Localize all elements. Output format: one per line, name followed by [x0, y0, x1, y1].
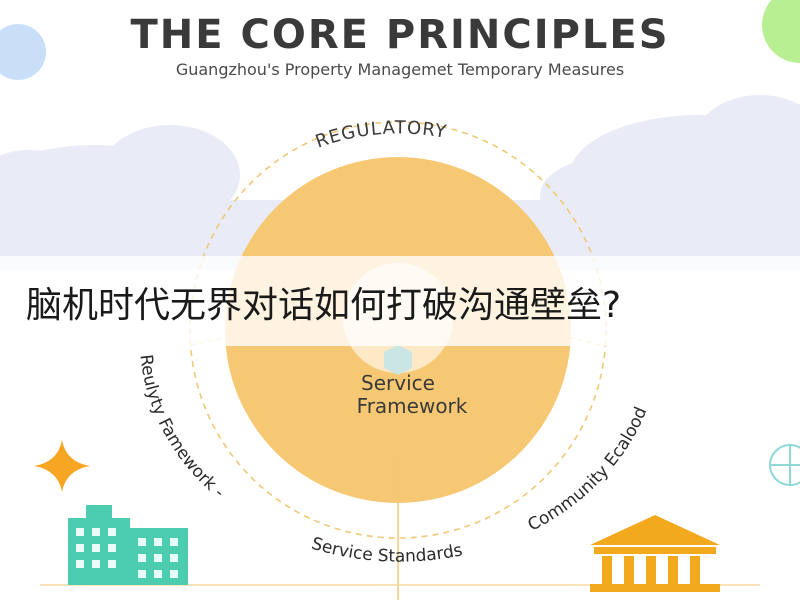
center-label-service: Service [361, 371, 435, 395]
office-buildings-icon [68, 505, 188, 585]
green-bubble-decoration [762, 0, 800, 63]
arc-label-right: Community Ecalood [525, 404, 652, 535]
center-label-framework: Framework [357, 394, 468, 418]
cloud-background [0, 95, 800, 270]
page-subtitle: Guangzhou's Property Managemet Temporary… [175, 60, 625, 79]
network-globe-icon [769, 444, 800, 486]
blue-bubble-decoration [0, 24, 46, 80]
page-title: THE CORE PRINCIPLES [130, 12, 670, 58]
overlay-banner-text: 脑机时代无界对话如何打破沟通壁垒? [26, 285, 622, 326]
regulatory-label: REGULATORY [313, 117, 449, 152]
overlay-banner [0, 256, 800, 346]
arc-label-bottom: Service Standards [309, 534, 464, 567]
hexagon-icon [384, 345, 412, 375]
sparkle-star-icon [34, 440, 90, 492]
government-building-icon [590, 515, 720, 592]
